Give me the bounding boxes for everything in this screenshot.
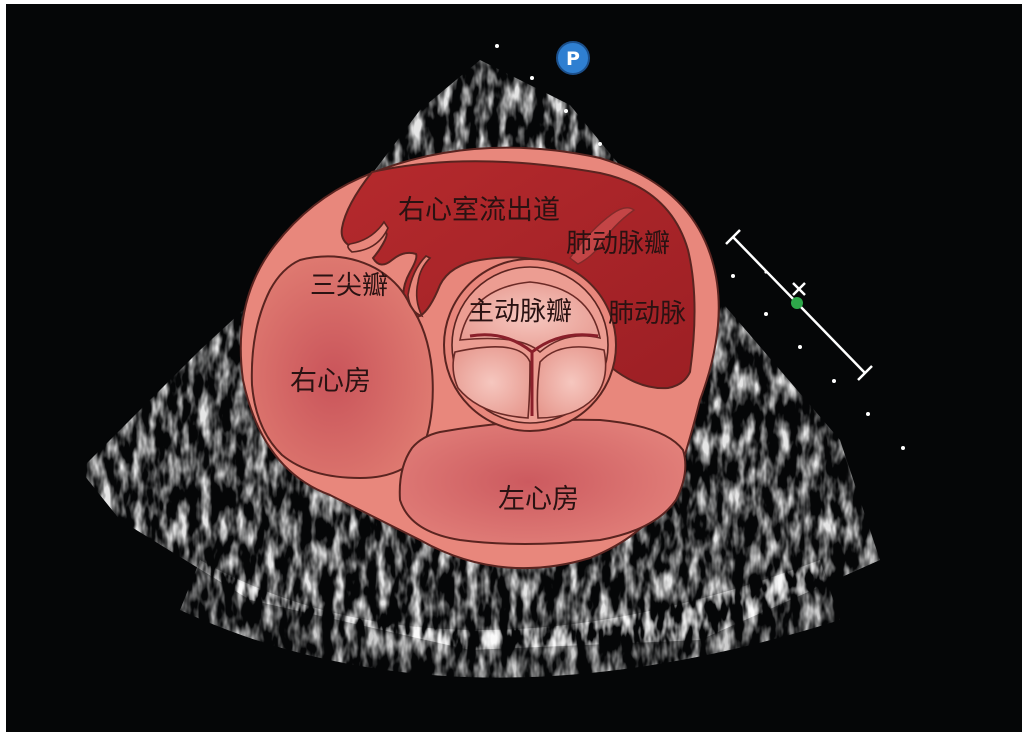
probe-marker: P xyxy=(557,42,589,74)
echo-diagram: P 右心室流出道 肺动脉瓣 三尖瓣 主动脉瓣 肺动脉 右心房 左心房 xyxy=(6,4,1022,732)
right-atrium-label: 右心房 xyxy=(290,366,371,397)
echo-image-frame: P 右心室流出道 肺动脉瓣 三尖瓣 主动脉瓣 肺动脉 右心房 左心房 xyxy=(6,4,1022,732)
rvot-label: 右心室流出道 xyxy=(398,195,560,226)
left-atrium-chamber xyxy=(400,420,686,544)
aortic-valve-label: 主动脉瓣 xyxy=(468,297,572,327)
left-atrium-label: 左心房 xyxy=(498,484,579,515)
pulmonary-valve-label: 肺动脉瓣 xyxy=(566,229,670,259)
tricuspid-valve-label: 三尖瓣 xyxy=(310,271,388,301)
scale-focus-dot xyxy=(791,297,803,309)
probe-marker-letter: P xyxy=(566,48,580,70)
pulmonary-artery-label: 肺动脉 xyxy=(608,299,686,329)
